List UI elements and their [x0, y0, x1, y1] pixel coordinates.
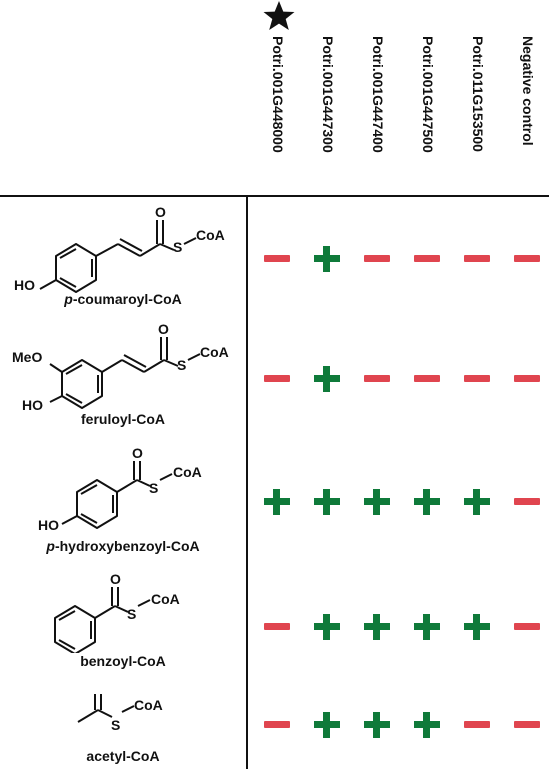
- minus-icon: [362, 364, 392, 394]
- atom-label: CoA: [151, 591, 180, 607]
- plus-icon: [312, 364, 342, 394]
- minus-icon: [462, 244, 492, 274]
- atom-label: HO: [22, 397, 43, 410]
- atom-label: S: [149, 480, 158, 496]
- header-divider: [0, 195, 549, 197]
- star-icon: [263, 1, 295, 30]
- plus-icon: [412, 487, 442, 517]
- minus-icon: [262, 364, 292, 394]
- substrate-label: p-coumaroyl-CoA: [64, 291, 182, 307]
- benzoyl-coa-structure: O S CoA: [54, 571, 180, 653]
- substrate-label: benzoyl-CoA: [80, 653, 166, 669]
- minus-icon: [262, 612, 292, 642]
- minus-icon: [512, 364, 542, 394]
- minus-icon: [512, 710, 542, 740]
- column-header: Potri.001G448000: [270, 36, 286, 153]
- plus-icon: [312, 487, 342, 517]
- column-header: Potri.001G447300: [320, 36, 336, 153]
- substrate-label: p-hydroxybenzoyl-CoA: [46, 538, 200, 554]
- atom-label: CoA: [134, 697, 163, 713]
- minus-icon: [462, 710, 492, 740]
- plus-icon: [312, 244, 342, 274]
- atom-label: S: [173, 239, 182, 255]
- acetyl-coa-structure: S CoA: [77, 694, 163, 733]
- atom-label: O: [132, 446, 143, 461]
- p-hydroxybenzoyl-coa-structure: O S CoA HO: [38, 446, 202, 533]
- minus-icon: [512, 612, 542, 642]
- plus-icon: [362, 710, 392, 740]
- substrate-label: feruloyl-CoA: [81, 411, 165, 427]
- plus-icon: [312, 710, 342, 740]
- atom-label: O: [158, 321, 169, 337]
- minus-icon: [362, 244, 392, 274]
- atom-label: O: [155, 204, 166, 220]
- p-coumaroyl-coa-structure: O S CoA HO: [14, 204, 225, 293]
- column-header: Negative control: [520, 36, 536, 146]
- plus-icon: [262, 487, 292, 517]
- plus-icon: [462, 612, 492, 642]
- atom-label: S: [111, 717, 120, 733]
- substrate-label: acetyl-CoA: [86, 748, 160, 764]
- plus-icon: [412, 710, 442, 740]
- minus-icon: [262, 710, 292, 740]
- atom-label: S: [177, 357, 186, 373]
- atom-label: CoA: [200, 344, 229, 360]
- minus-icon: [462, 364, 492, 394]
- plus-icon: [362, 612, 392, 642]
- atom-label: S: [127, 606, 136, 622]
- atom-label: CoA: [173, 464, 202, 480]
- feruloyl-coa-structure: O S CoA MeO HO: [12, 321, 229, 410]
- plus-icon: [462, 487, 492, 517]
- plus-icon: [412, 612, 442, 642]
- minus-icon: [262, 244, 292, 274]
- column-header: Potri.011G153500: [470, 36, 486, 152]
- atom-label: MeO: [12, 349, 42, 365]
- label-divider: [246, 195, 248, 769]
- column-header: Potri.001G447500: [420, 36, 436, 153]
- atom-label: O: [110, 571, 121, 587]
- minus-icon: [512, 487, 542, 517]
- atom-label: HO: [38, 517, 59, 533]
- column-header: Potri.001G447400: [370, 36, 386, 153]
- minus-icon: [412, 244, 442, 274]
- atom-label: CoA: [196, 227, 225, 243]
- atom-label: HO: [14, 277, 35, 293]
- minus-icon: [512, 244, 542, 274]
- plus-icon: [362, 487, 392, 517]
- minus-icon: [412, 364, 442, 394]
- plus-icon: [312, 612, 342, 642]
